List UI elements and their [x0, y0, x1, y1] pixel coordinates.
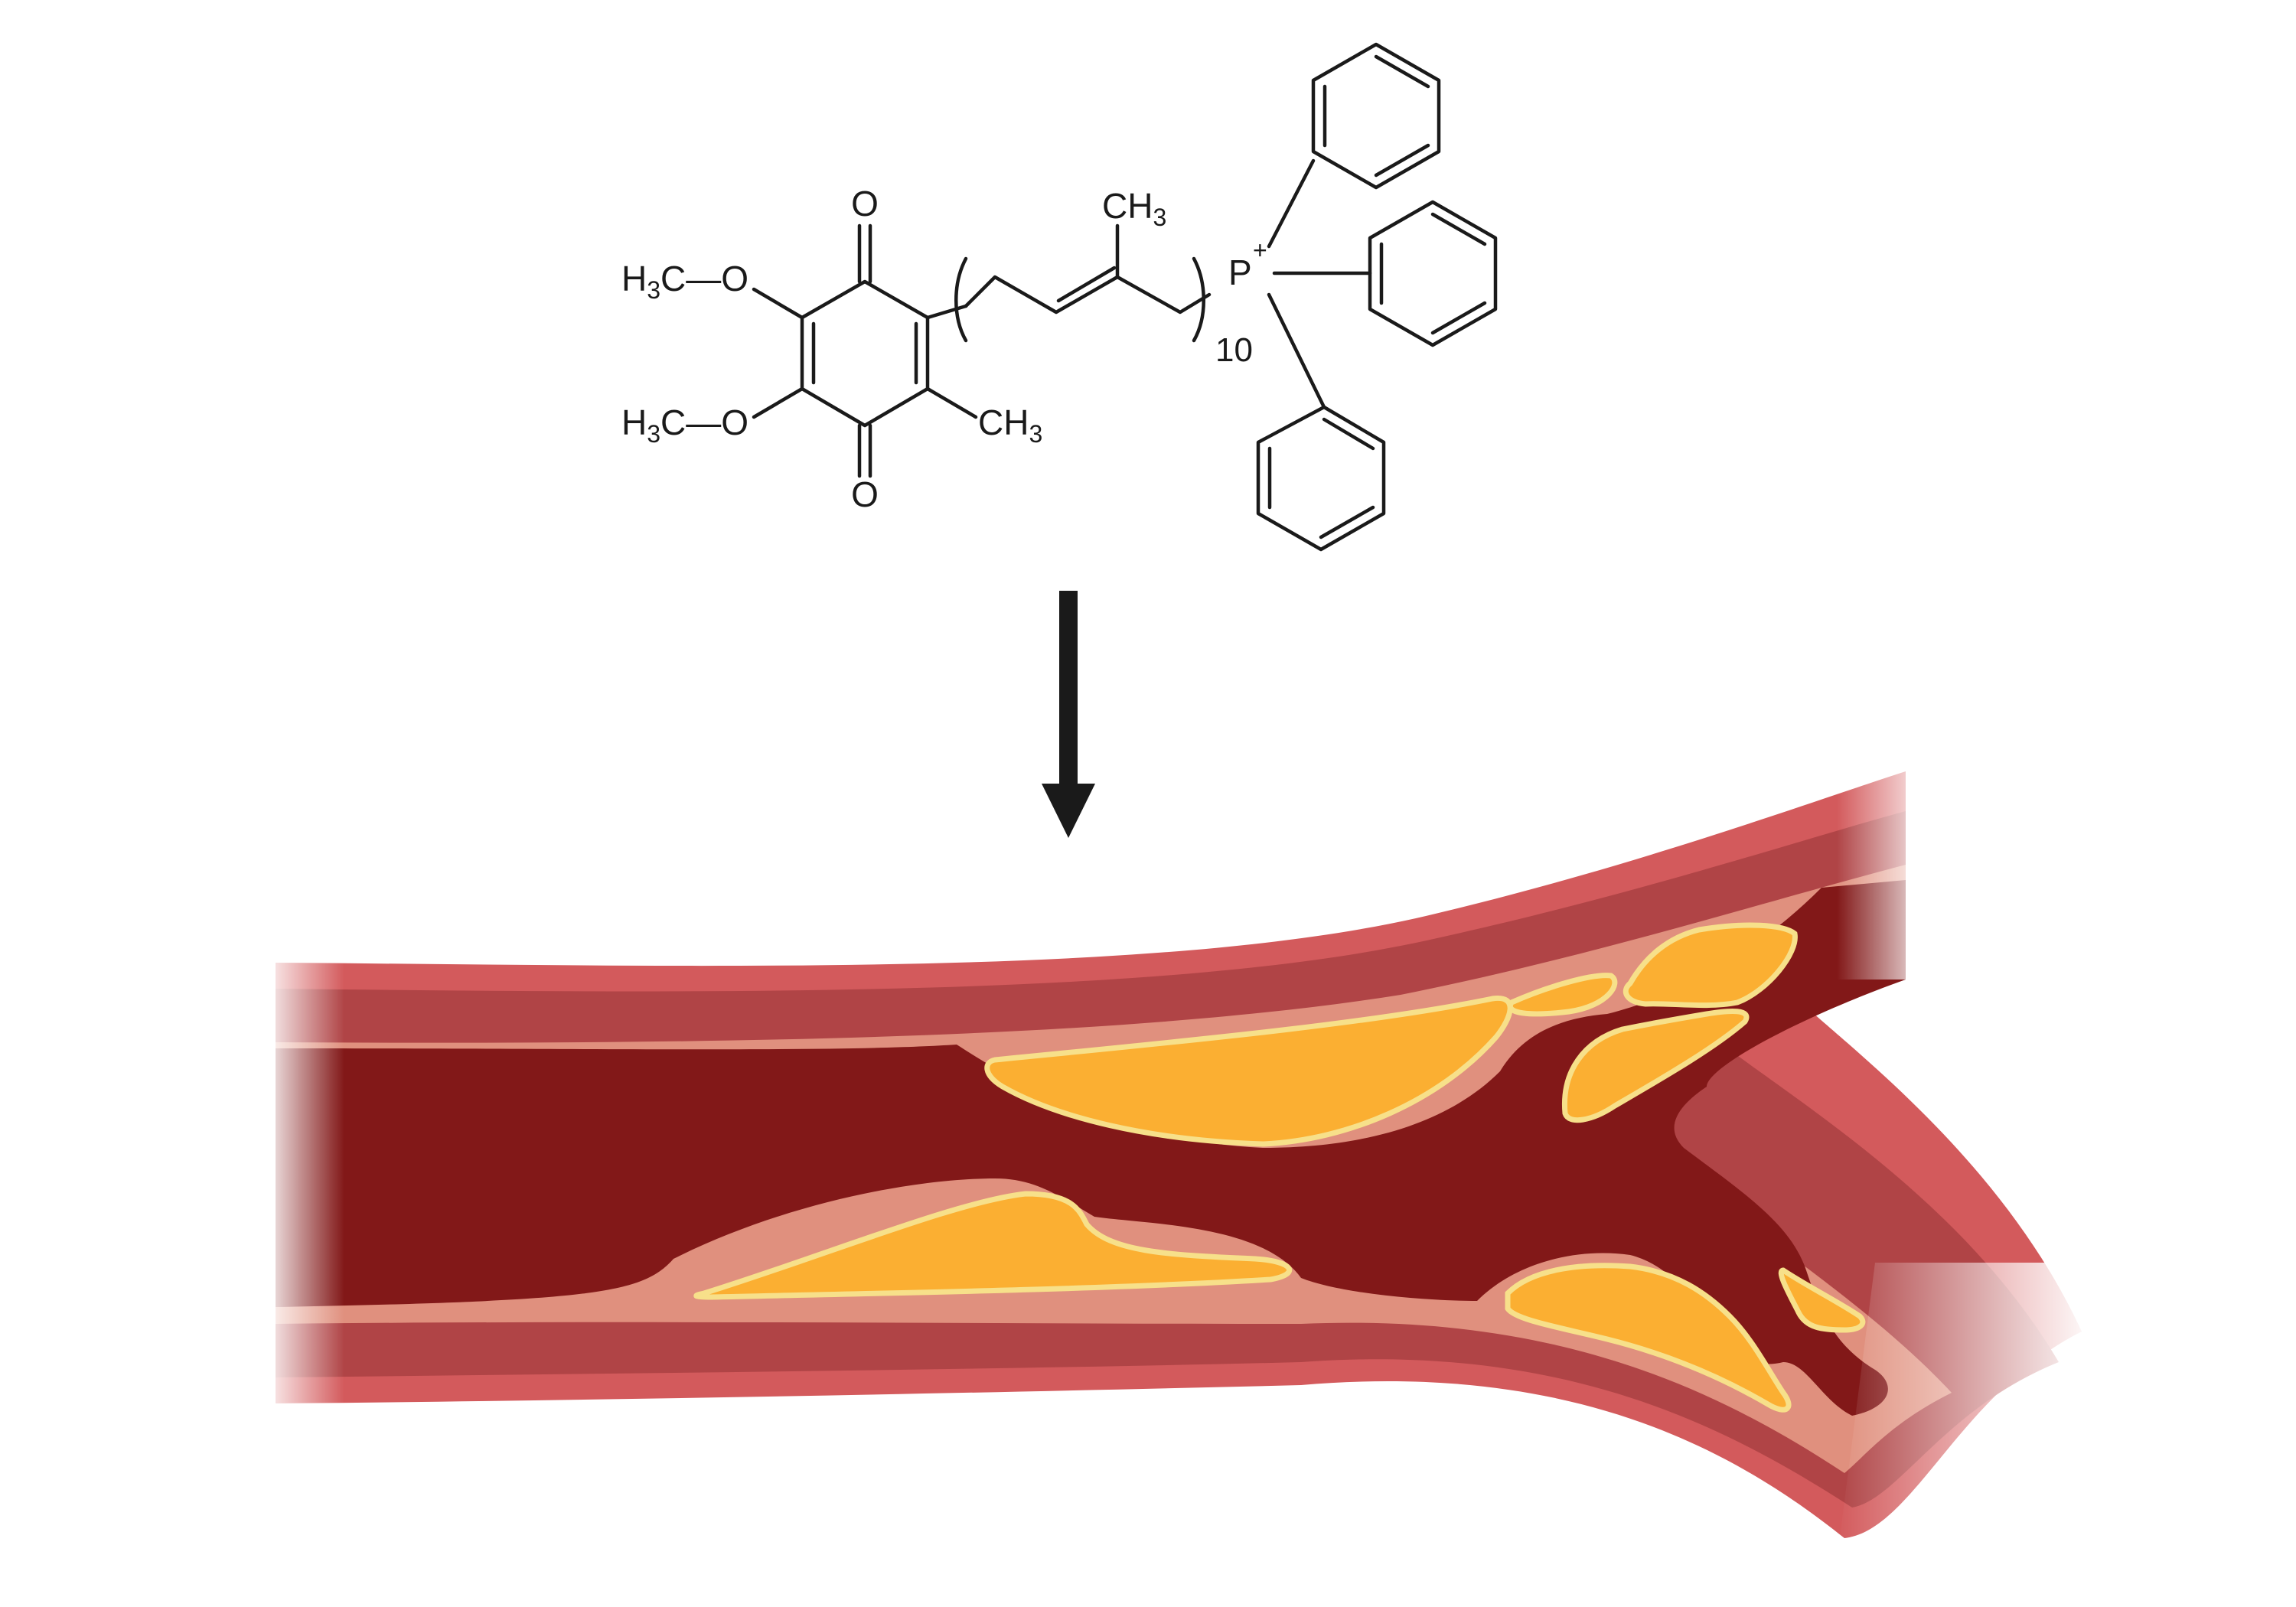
- oxygen-bottom-label: O: [851, 474, 879, 514]
- repeat-count-label: 10: [1215, 331, 1253, 369]
- plaque-upper-small: [1507, 973, 1618, 1017]
- chain-methyl-label: CH3: [1102, 186, 1166, 231]
- plaque-lower-far: [1778, 1267, 1866, 1333]
- plaque-lower-large: [693, 1191, 1292, 1300]
- down-arrow-icon: [1042, 591, 1095, 838]
- plaque-junction-mid: [1561, 1009, 1750, 1123]
- plaque-upper-large: [984, 996, 1513, 1147]
- methoxy-top-label: H3C—O: [621, 259, 748, 304]
- oxygen-top-label: O: [851, 184, 879, 223]
- phosphorus-label: P: [1228, 253, 1252, 292]
- plaque-lower-right: [1505, 1263, 1792, 1413]
- artery-illustration: [260, 750, 2097, 1561]
- quinone-ring: [752, 223, 978, 478]
- phenyl-ring-bottom: [1256, 405, 1386, 552]
- isoprene-chain: [925, 223, 1212, 343]
- phenyl-ring-top: [1311, 42, 1441, 190]
- positive-charge-label: +: [1253, 236, 1267, 264]
- plaque-junction-top: [1623, 922, 1798, 1009]
- ring-methyl-label: CH3: [978, 403, 1042, 448]
- methoxy-bottom-label: H3C—O: [621, 403, 748, 448]
- mitoq-structure: O O H3C—O H3C—O CH3 CH3 10 P +: [621, 42, 1498, 552]
- vessel-lumen: [276, 880, 1906, 1416]
- phenyl-ring-right: [1368, 200, 1498, 347]
